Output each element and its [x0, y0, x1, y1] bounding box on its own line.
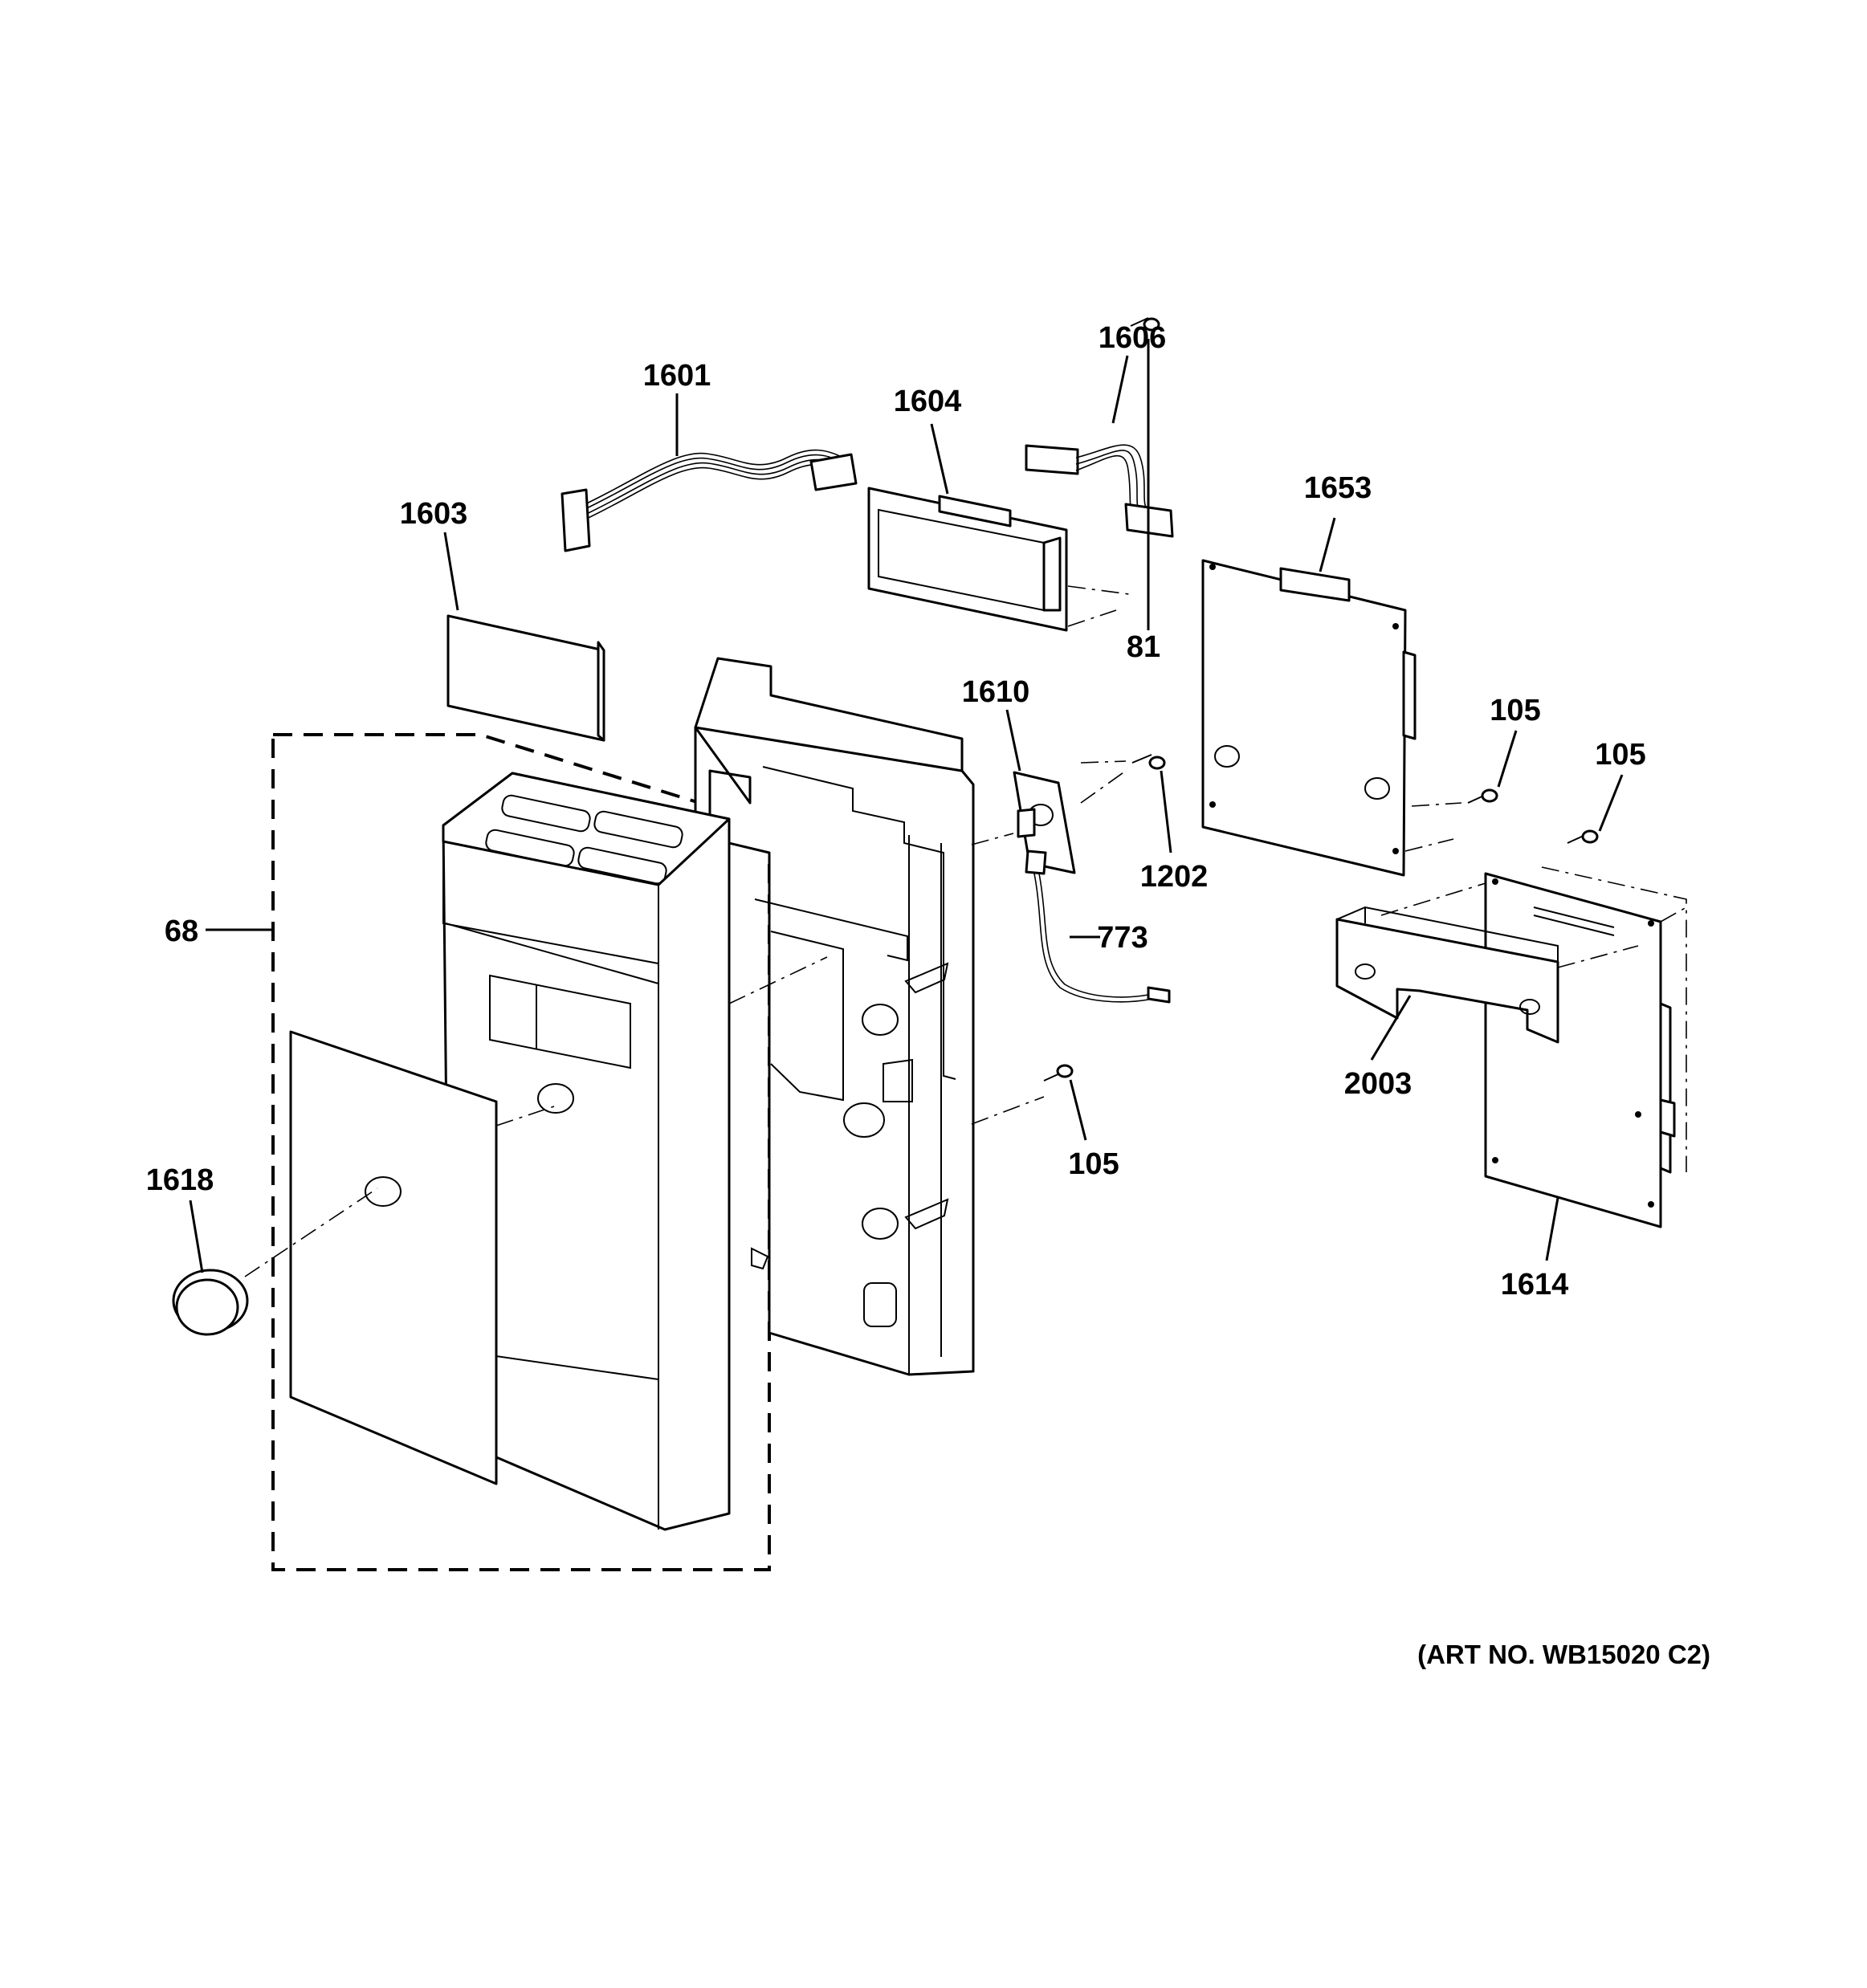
- part-105-screw-lower: [1043, 1064, 1074, 1082]
- part-105-screw-right: [1567, 829, 1599, 844]
- part-2003-bracket: [1335, 906, 1559, 1044]
- part-1202-screw: [1131, 754, 1166, 770]
- leader-lines: [189, 339, 1624, 1273]
- art-number: (ART NO. WB15020 C2): [1417, 1640, 1710, 1669]
- part-1606-harness: [1025, 444, 1174, 538]
- label-105-right: 105: [1595, 738, 1645, 772]
- part-1618-overlay-panel: [289, 1030, 498, 1485]
- part-1610-sensor: [1013, 771, 1076, 874]
- part-81-screw: [1130, 317, 1160, 332]
- part-1618-knob: [172, 1269, 249, 1336]
- part-1603-pad: [446, 614, 605, 742]
- part-1614-main-board: [1484, 872, 1676, 1228]
- label-1604: 1604: [894, 385, 962, 418]
- alignment-lines: [244, 585, 1687, 1277]
- label-81: 81: [1127, 630, 1160, 664]
- label-2003: 2003: [1344, 1067, 1412, 1101]
- part-1604-display: [867, 487, 1068, 632]
- part-1601-harness: [561, 449, 858, 552]
- part-773-wire: [1025, 849, 1171, 1004]
- label-1606: 1606: [1099, 321, 1167, 355]
- label-1202: 1202: [1140, 860, 1209, 894]
- label-105-lower: 105: [1068, 1147, 1119, 1181]
- label-1601: 1601: [643, 359, 711, 393]
- part-1653-board: [1201, 559, 1417, 877]
- part-mounting-bracket: [694, 657, 975, 1376]
- part-labels: 1601 1604 1606 1603 1653 81 1610 105 105…: [146, 321, 1646, 1302]
- label-105-upper: 105: [1490, 694, 1540, 727]
- label-1614: 1614: [1501, 1268, 1569, 1302]
- label-1653: 1653: [1304, 471, 1372, 505]
- part-105-screw-upper: [1467, 788, 1498, 804]
- label-1603: 1603: [400, 497, 468, 531]
- label-773: 773: [1097, 921, 1148, 955]
- part-control-panel-front: [442, 772, 769, 1531]
- label-68: 68: [165, 915, 198, 948]
- label-1618: 1618: [146, 1163, 214, 1197]
- label-1610: 1610: [962, 675, 1030, 709]
